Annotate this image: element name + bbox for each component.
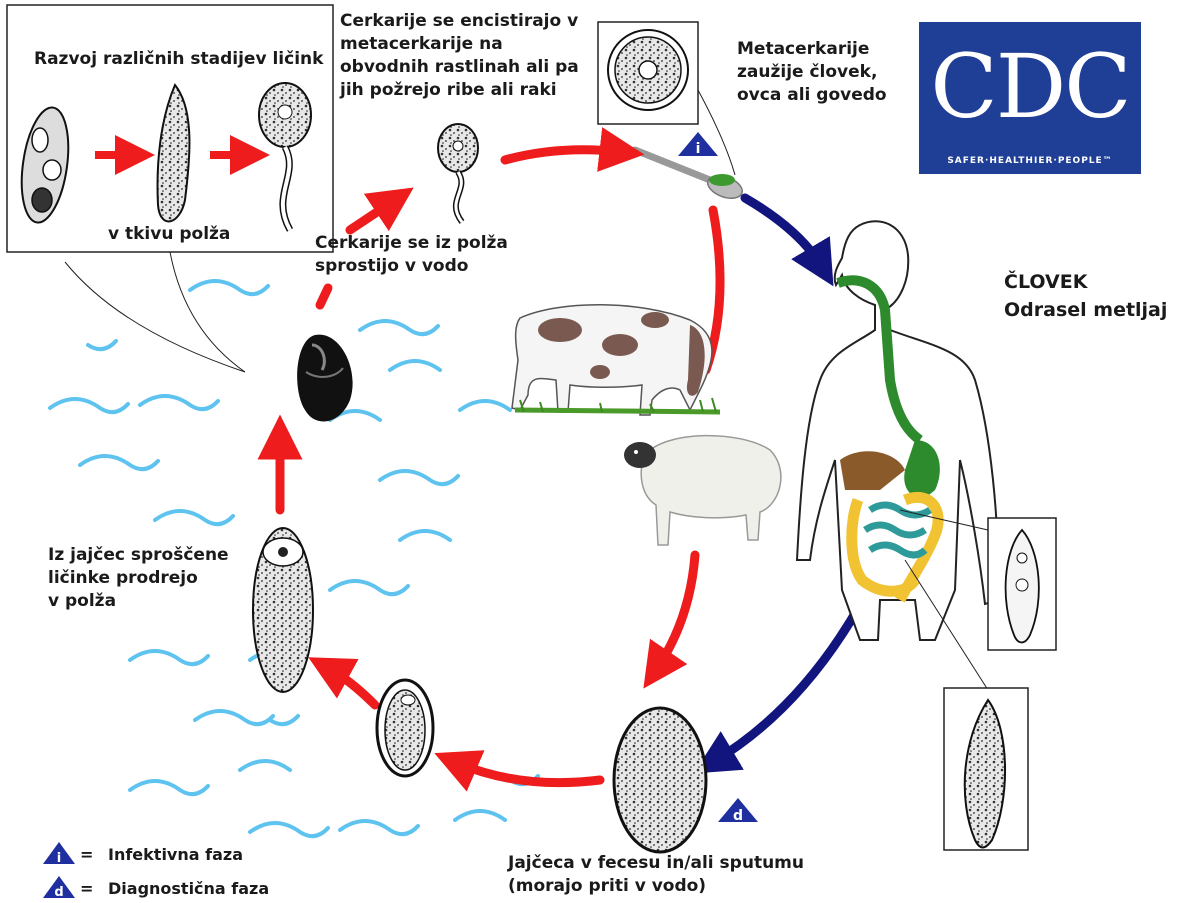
snail-icon (297, 335, 352, 422)
svg-text:d: d (733, 808, 743, 824)
legend-infective-symbol: i (43, 842, 75, 866)
label-human: ČLOVEK Odrasel metljaj (1004, 268, 1167, 324)
arrow-miracidium-to-snail-larva (328, 668, 375, 705)
metacercaria-callout (698, 90, 735, 175)
egg-icon (614, 708, 706, 852)
legend-equals-2: = (80, 879, 93, 898)
legend-infective-label: Infektivna faza (108, 845, 243, 864)
metacercaria-icon (608, 30, 688, 110)
label-release: Cerkarije se iz polža sprostijo v vodo (315, 232, 508, 278)
cercaria-icon (438, 124, 478, 222)
spoon-icon (635, 150, 745, 203)
arrow-egg-to-miracidium (455, 762, 600, 783)
arrow-spoon-to-human (745, 198, 822, 267)
label-snail-tissue: v tkivu polža (108, 223, 230, 246)
arrow-human-to-egg (713, 605, 860, 762)
label-eggs: Jajčeca v fecesu in/ali sputumu (morajo … (508, 852, 804, 898)
cdc-logo: CDC SAFER·HEALTHIER·PEOPLE™ (919, 22, 1141, 174)
svg-text:i: i (57, 851, 61, 866)
infective-symbol: i (678, 132, 718, 157)
legend-diagnostic-symbol: d (43, 876, 75, 900)
human-body-icon (797, 221, 998, 640)
cdc-logo-text: CDC (919, 32, 1141, 142)
legend-diagnostic-label: Diagnostična faza (108, 879, 269, 898)
label-snail-stages: Razvoj različnih stadijev ličink (34, 48, 323, 71)
miracidium-larva-icon (253, 528, 313, 692)
label-miracidia: Iz jajčec sproščene ličinke prodrejo v p… (48, 544, 229, 613)
arrow-release-up (350, 200, 395, 230)
arrow-snail-to-cercaria (320, 288, 328, 305)
miracidium-icon (377, 680, 433, 776)
legend-equals-1: = (80, 845, 93, 864)
diagnostic-symbol: d (718, 798, 758, 824)
label-encyst: Cerkarije se encistirajo v metacerkarije… (340, 10, 579, 102)
arrow-cercaria-to-plant (505, 150, 622, 160)
svg-text:i: i (696, 141, 701, 157)
svg-text:d: d (54, 885, 63, 900)
arrow-sheep-to-egg (656, 555, 695, 670)
sheep-icon (624, 436, 781, 545)
cdc-logo-tagline: SAFER·HEALTHIER·PEOPLE™ (919, 156, 1141, 166)
cow-icon (512, 305, 720, 415)
inset-callout-lines (65, 252, 245, 372)
label-ingest: Metacerkarije zaužije človek, ovca ali g… (737, 38, 887, 107)
